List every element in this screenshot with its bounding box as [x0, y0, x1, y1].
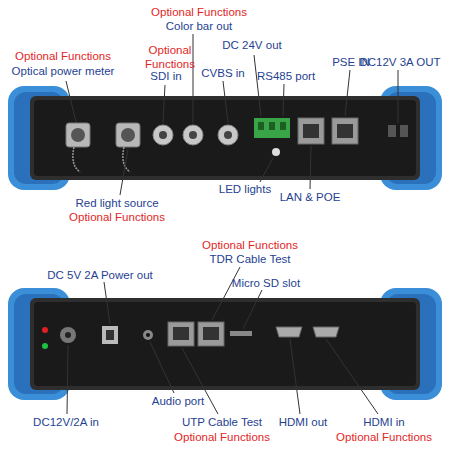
- port-label: Color bar out: [166, 19, 232, 33]
- option-note: Optional Functions: [202, 238, 298, 252]
- port-label: DC 5V 2A Power out: [47, 268, 152, 282]
- port-label: Micro SD slot: [232, 276, 300, 290]
- port-label: HDMI out: [279, 415, 328, 429]
- port-label: Red light source: [75, 196, 158, 210]
- option-note: Optional Functions: [336, 430, 432, 444]
- port-label: DC12V/2A in: [33, 415, 99, 429]
- option-note: Optional Functions: [140, 43, 200, 71]
- port-label: LAN & POE: [280, 190, 341, 204]
- port-label: TDR Cable Test: [210, 252, 291, 266]
- option-note: Optional Functions: [151, 5, 247, 19]
- bottom-device: [8, 288, 442, 400]
- port-label: Optical power meter: [12, 64, 115, 78]
- option-note: Optional Functions: [69, 210, 165, 224]
- port-label: SDI in: [150, 69, 181, 83]
- port-label: HDMI in: [363, 415, 405, 429]
- port-label: UTP Cable Test: [182, 415, 262, 429]
- port-label: DC 24V out: [222, 38, 281, 52]
- option-note: Optional Functions: [174, 430, 270, 444]
- port-label: Audio port: [152, 394, 204, 408]
- port-label: CVBS in: [201, 66, 244, 80]
- option-note: Optional Functions: [15, 49, 111, 63]
- port-label: RS485 port: [257, 69, 315, 83]
- port-label: DC12V 3A OUT: [359, 55, 440, 69]
- port-label: LED lights: [219, 182, 271, 196]
- leader-lines: [66, 34, 398, 414]
